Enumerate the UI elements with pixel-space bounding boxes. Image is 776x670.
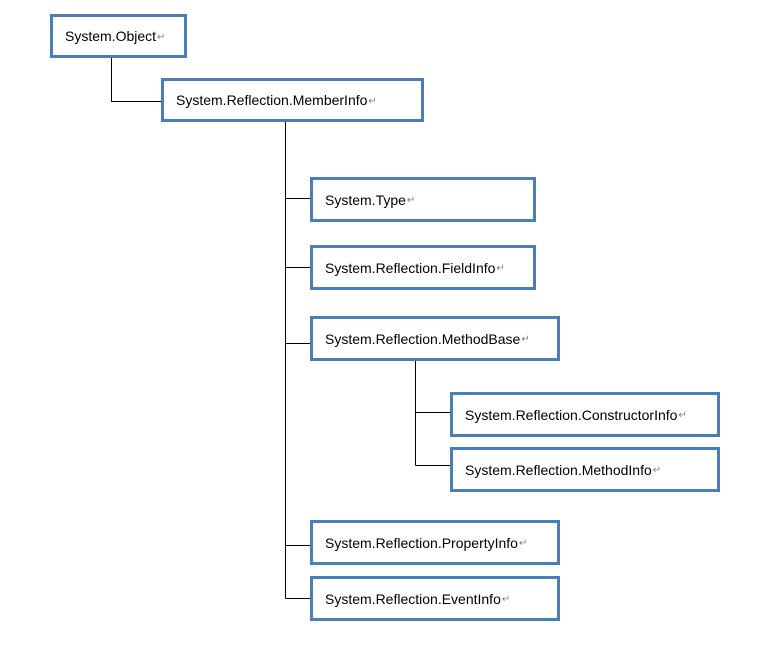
node-label: System.Reflection.MethodInfo (465, 461, 652, 478)
paragraph-mark-icon: ↵ (157, 31, 166, 43)
node-label: System.Type (325, 191, 406, 208)
node-label: System.Reflection.MemberInfo (176, 92, 368, 108)
node-member-info: System.Reflection.MemberInfo↵ (161, 78, 424, 122)
paragraph-mark-icon: ↵ (518, 538, 528, 549)
node-field-info: System.Reflection.FieldInfo↵ (310, 245, 536, 290)
edge-object-memberinfo (111, 58, 161, 102)
node-event-info: System.Reflection.EventInfo↵ (310, 576, 560, 621)
paragraph-mark-icon: ↵ (521, 334, 530, 345)
node-method-info: System.Reflection.MethodInfo↵ (450, 447, 720, 492)
node-system-type: System.Type↵ (310, 177, 536, 222)
node-label: System.Reflection.PropertyInfo (325, 534, 518, 551)
paragraph-mark-icon: ↵ (368, 95, 377, 107)
paragraph-mark-icon: ↵ (496, 263, 505, 274)
node-property-info: System.Reflection.PropertyInfo↵ (310, 520, 560, 565)
paragraph-mark-icon: ↵ (678, 410, 687, 421)
paragraph-mark-icon: ↵ (406, 195, 416, 206)
node-label: System.Reflection.ConstructorInfo (465, 406, 678, 423)
node-label: System.Reflection.MethodBase (325, 330, 521, 347)
paragraph-mark-icon: ↵ (501, 594, 511, 605)
node-label: System.Reflection.EventInfo (325, 590, 501, 607)
node-constructor-info: System.Reflection.ConstructorInfo↵ (450, 392, 720, 437)
node-method-base: System.Reflection.MethodBase↵ (310, 316, 560, 361)
node-system-object: System.Object↵ (50, 14, 187, 58)
paragraph-mark-icon: ↵ (652, 465, 662, 476)
node-label: System.Object (65, 28, 157, 44)
node-label: System.Reflection.FieldInfo (325, 259, 496, 276)
